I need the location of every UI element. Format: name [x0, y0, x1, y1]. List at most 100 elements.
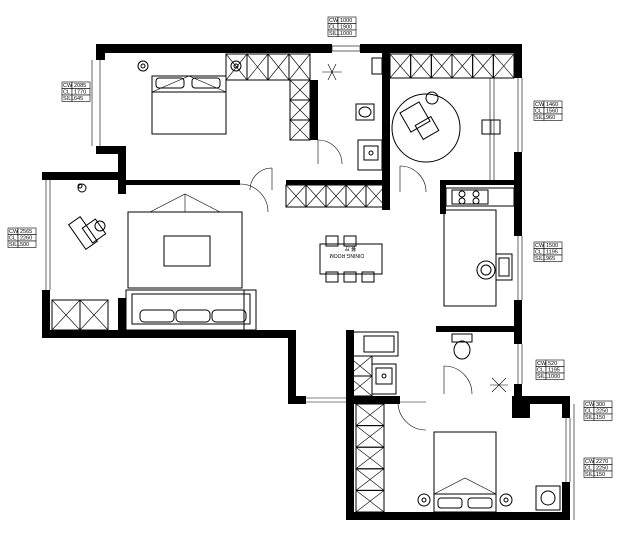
tag-key: SILL	[329, 31, 340, 37]
wardrobe-cross	[51, 299, 81, 331]
tag-value: 645	[74, 96, 83, 102]
wardrobe-cell	[355, 489, 385, 513]
tag-key: CW	[535, 102, 545, 108]
tag-key: CL	[535, 250, 542, 256]
tag-value: 1000	[340, 31, 352, 37]
bathroom-lower	[347, 331, 508, 431]
tag-key: CL	[329, 25, 336, 31]
wardrobe-cross	[246, 53, 269, 81]
tag-key: CW	[9, 229, 19, 235]
tag-key: SILL	[9, 242, 20, 248]
tag-value: 2085	[74, 83, 86, 89]
tag-value: 520	[548, 361, 557, 367]
tag-cell	[71, 94, 91, 102]
dining-table: DINING ROOM 餐 厅	[319, 235, 383, 283]
tag-value: 965	[546, 256, 555, 262]
wardrobe-cross	[305, 184, 327, 208]
bathroom-top	[317, 57, 383, 171]
tag-key: CL	[535, 109, 542, 115]
wardrobe-cross	[79, 299, 109, 331]
tag-value: 2565	[20, 229, 32, 235]
tag-key: CL	[585, 409, 592, 415]
tag-value: 2250	[596, 466, 608, 472]
tag-key: CW	[537, 361, 547, 367]
wardrobe-cross	[355, 490, 385, 513]
bed-top-left	[137, 60, 242, 135]
tag-value: 1900	[340, 25, 352, 31]
windows	[45, 60, 575, 520]
balcony	[67, 183, 107, 250]
wardrobe-cross	[389, 53, 411, 79]
tag-key: CL	[63, 90, 70, 96]
study-right	[391, 78, 501, 180]
tag-key: SILL	[535, 115, 546, 121]
wardrobe-cross	[347, 375, 373, 397]
tag-value: 2250	[596, 409, 608, 415]
bed-bottom	[417, 431, 561, 513]
wardrobe-cross	[355, 425, 385, 448]
tag-key: CL	[537, 368, 544, 374]
tag-cell	[543, 113, 563, 121]
tag-value: 1195	[546, 250, 558, 256]
tag-value: 2270	[596, 459, 608, 465]
tag-value: 150	[596, 415, 605, 421]
wardrobe-cross	[225, 53, 248, 81]
wardrobe-cross	[285, 184, 307, 208]
kitchen	[399, 165, 515, 307]
tag-value: 1460	[546, 102, 558, 108]
tag-key: SILL	[585, 415, 596, 421]
wardrobe-cell	[365, 184, 387, 208]
tag-value: 1560	[546, 109, 558, 115]
living-room	[125, 167, 273, 331]
tag-key: CW	[585, 402, 595, 408]
tag-cell	[593, 470, 613, 478]
wardrobe-cross	[289, 99, 311, 121]
wardrobe-cross	[472, 53, 494, 79]
tag-cell	[543, 254, 563, 262]
wardrobe-cross	[288, 53, 311, 81]
tag-key: CW	[329, 18, 339, 24]
tag-value: 1195	[548, 368, 560, 374]
tag-key: SILL	[535, 256, 546, 262]
tag-value: 500	[20, 242, 29, 248]
walls	[42, 44, 570, 520]
tag-key: CL	[585, 466, 592, 472]
wardrobe-cross	[345, 184, 367, 208]
tag-key: SILL	[537, 374, 548, 380]
tag-value: 300	[596, 402, 605, 408]
dining-room-label-cn: 餐 厅	[345, 245, 356, 252]
wardrobe-cross	[325, 184, 347, 208]
wardrobe-cross	[431, 53, 453, 79]
tag-key: CW	[585, 459, 595, 465]
wardrobe-cross	[355, 446, 385, 470]
tag-value: 960	[546, 115, 555, 121]
wardrobe-cross	[289, 79, 311, 101]
tag-value: 1500	[546, 243, 558, 249]
tag-value: 1770	[74, 90, 86, 96]
wardrobe-cross	[355, 468, 385, 491]
wardrobe-cross	[289, 119, 311, 141]
wardrobe-cross	[355, 403, 385, 426]
tag-key: SILL	[585, 472, 596, 478]
wardrobe-cross	[410, 53, 432, 79]
tag-key: SILL	[63, 96, 74, 102]
tag-value: 1000	[548, 374, 560, 380]
tag-cell	[337, 29, 357, 37]
tag-cell	[545, 372, 565, 380]
tag-cell	[593, 413, 613, 421]
tag-key: CL	[9, 236, 16, 242]
tag-value: 2260	[20, 236, 32, 242]
wardrobe-cross	[347, 355, 373, 377]
tag-key: CW	[535, 243, 545, 249]
wardrobe-cross	[267, 53, 290, 81]
